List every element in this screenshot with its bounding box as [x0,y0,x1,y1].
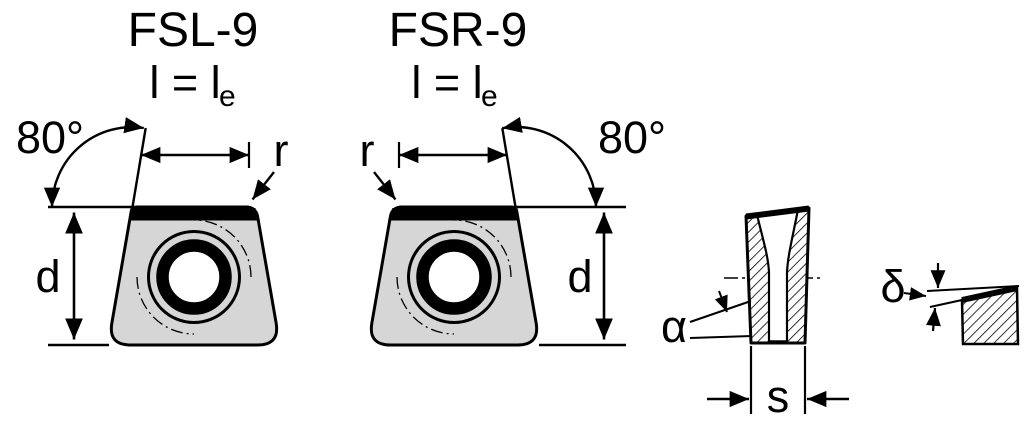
left-centerline-arc [193,219,252,278]
right-insert-view: FSR-9 l = l e d 80° r [360,4,666,347]
right-corner-radius-label: r [360,125,375,176]
left-angle-arc [43,117,144,208]
right-centerline-arc [453,219,512,278]
delta-leader-arrow [903,287,927,301]
delta-reference-line [926,285,1020,292]
right-insert-cutting-edge-band [389,208,519,221]
delta-angle-line [929,299,963,308]
right-diameter-label: d [567,251,592,302]
alpha-angle-baseline [689,335,753,339]
right-edge-extension-line [501,128,518,211]
clearance-angle-label: α [661,301,687,352]
left-insert-cutting-edge-band [130,208,258,221]
left-radius-leader [251,171,275,201]
right-corner-angle-label: 80° [598,112,666,163]
left-diameter-label: d [35,251,60,302]
left-corner-angle-label: 80° [16,112,84,163]
left-cutting-length-subscript: e [219,80,236,113]
side-view-top-edge [745,205,810,220]
right-cutting-length-label: l = l [411,57,482,108]
side-section-view: α s [661,205,849,422]
left-insert-title: FSL-9 [128,4,259,57]
side-view-hole-profile [755,208,800,343]
left-edge-extension-line [130,127,147,211]
left-corner-radius-label: r [274,125,289,176]
alpha-angle-line [689,300,752,323]
left-centerline-arc [136,276,195,335]
right-cutting-length-subscript: e [481,80,498,113]
right-centerline-arc [396,276,455,335]
edge-detail-cutting-edge [961,285,1018,303]
wiper-edge-detail-view: δ [880,261,1020,346]
left-insert-view: FSL-9 l = l e d 80° r [16,4,289,347]
wiper-angle-label: δ [880,261,905,312]
delta-arrow-lower [926,307,941,332]
alpha-leader-arrow [714,290,728,313]
right-insert-title: FSR-9 [389,4,528,57]
right-insert-hole [416,239,492,315]
right-angle-arc [502,116,605,208]
left-cutting-length-label: l = l [149,57,220,108]
right-radius-leader [373,171,397,201]
thickness-label: s [767,371,790,422]
left-insert-hole [156,239,232,315]
